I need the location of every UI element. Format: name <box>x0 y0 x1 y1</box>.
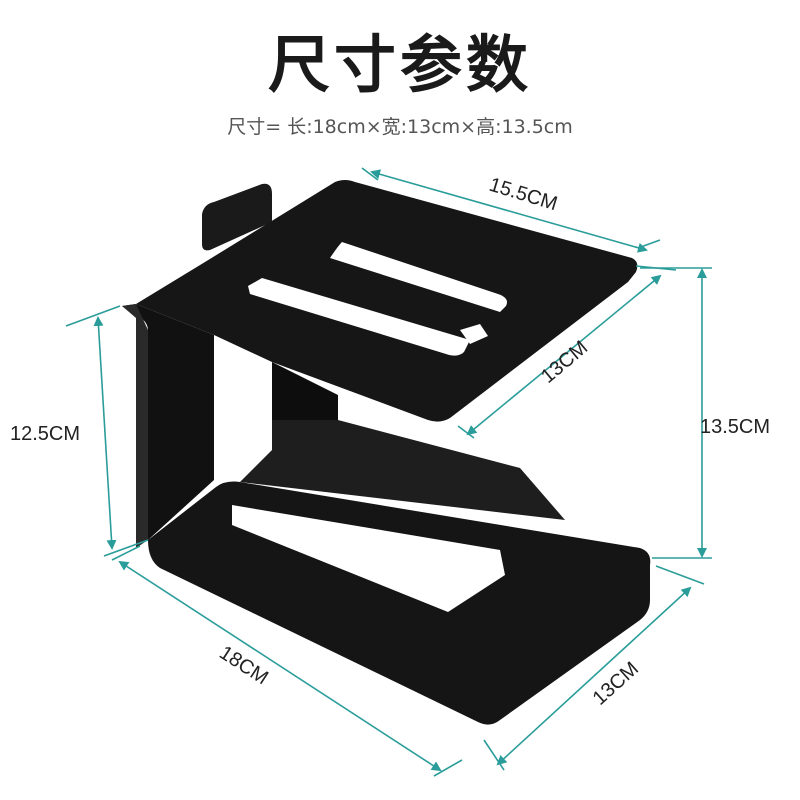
page-title: 尺寸参数 <box>267 28 532 101</box>
label-top-length: 15.5CM <box>487 174 560 216</box>
dimension-lines <box>65 167 712 777</box>
stand-back-panel <box>272 362 338 420</box>
stand-front-panel <box>122 304 214 540</box>
stand-inner-floor <box>240 420 565 520</box>
stand-top-slot-upper <box>330 242 507 312</box>
label-inner-height: 12.5CM <box>10 423 80 445</box>
stand-top-slot-lower <box>248 278 470 356</box>
dim-line-top-length <box>370 169 648 253</box>
stand-front-panel-edge <box>122 304 148 548</box>
dim-line-base-length <box>118 560 442 772</box>
stand-back-lip <box>202 183 272 251</box>
label-base-length: 18CM <box>215 642 272 690</box>
label-base-width: 13CM <box>589 658 643 710</box>
label-overall-height: 13.5CM <box>700 416 770 438</box>
dim-line-base-width <box>496 586 692 766</box>
stand-base-plate <box>148 481 651 725</box>
size-summary: 尺寸= 长:18cm×宽:13cm×高:13.5cm <box>227 116 573 138</box>
dim-line-inner-height <box>93 316 117 550</box>
dim-line-top-width <box>466 274 662 436</box>
speaker-stand <box>122 180 651 725</box>
